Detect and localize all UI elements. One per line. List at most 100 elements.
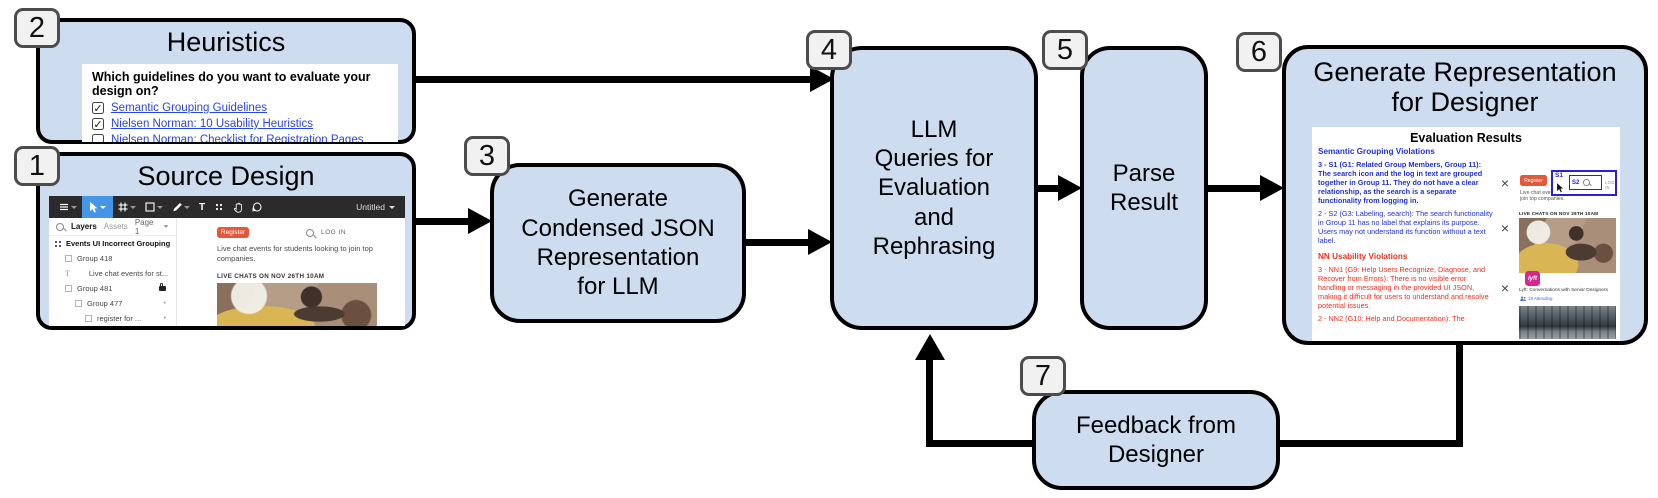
guideline-option: ✓ Semantic Grouping Guidelines: [92, 102, 388, 115]
login-link[interactable]: LOG IN: [321, 229, 347, 236]
cursor-icon: [1556, 180, 1565, 198]
annotation-s1-box[interactable]: S1 S2 LOG IN: [1551, 170, 1617, 196]
arrow-llm-to-parse: [1036, 185, 1060, 192]
llm-queries-label: LLM Queries for Evaluation and Rephrasin…: [872, 115, 996, 260]
representation-title: Generate Representation for Designer: [1313, 57, 1617, 118]
frame-tool-icon[interactable]: [114, 196, 140, 218]
section-header: LIVE CHATS ON NOV 26TH 10AM: [1519, 211, 1599, 216]
step-badge-7: 7: [1020, 356, 1066, 396]
checkbox-checked[interactable]: ✓: [92, 118, 104, 131]
arrow-source-to-json: [414, 218, 470, 225]
dismiss-x-icon[interactable]: ×: [1500, 220, 1510, 237]
figma-toolbar: Untitled: [49, 196, 405, 218]
layer-row-group[interactable]: Group 477 •: [49, 296, 176, 311]
step-badge-3: 3: [464, 136, 510, 176]
main-menu-icon[interactable]: [55, 196, 81, 218]
source-design-title: Source Design: [137, 161, 315, 191]
venue-photo: [1519, 306, 1616, 339]
generate-json-label: Generate Condensed JSON Representation f…: [521, 185, 715, 301]
evaluation-results-panel: Evaluation Results Semantic Grouping Vio…: [1312, 127, 1620, 341]
feedback-label: Feedback from Designer: [1075, 411, 1237, 468]
group-icon: [65, 285, 72, 292]
node-feedback: Feedback from Designer: [1032, 390, 1280, 490]
parse-result-label: Parse Result: [1109, 159, 1179, 216]
heuristics-title: Heuristics: [166, 27, 286, 57]
layer-row-group[interactable]: Group 418: [49, 251, 176, 266]
text-tool-icon[interactable]: [195, 196, 209, 218]
violation-text: 2 - NN2 (G10: Help and Documentation): T…: [1318, 314, 1465, 324]
figma-filename[interactable]: Untitled: [356, 202, 399, 212]
visibility-dot-icon: •: [163, 315, 166, 322]
group-icon: [85, 315, 92, 322]
layer-row-group[interactable]: Group 481: [49, 281, 176, 296]
arrowhead-source-to-json: [468, 208, 492, 234]
event-title: Lyft: Conversations with Senior Designer…: [1519, 288, 1608, 293]
register-button[interactable]: Register: [217, 227, 249, 238]
step-badge-2: 2: [14, 8, 60, 48]
resources-tool-icon[interactable]: [210, 196, 228, 218]
dismiss-x-icon[interactable]: ×: [1500, 280, 1510, 297]
guideline-link[interactable]: Nielsen Norman: 10 Usability Heuristics: [111, 118, 313, 130]
guideline-checklist-panel: Which guidelines do you want to evaluate…: [82, 64, 398, 142]
node-llm-queries: LLM Queries for Evaluation and Rephrasin…: [830, 46, 1038, 330]
nn-violations-heading: NN Usability Violations: [1318, 252, 1408, 262]
pen-tool-icon[interactable]: [168, 196, 194, 218]
search-icon[interactable]: [56, 222, 64, 231]
evaluation-results-title: Evaluation Results: [1410, 131, 1522, 145]
page-selector[interactable]: Page 1: [135, 218, 169, 236]
move-tool-icon[interactable]: [82, 196, 113, 218]
tab-assets[interactable]: Assets: [103, 222, 128, 231]
violation-item: 2 - NN2 (G10: Help and Documentation): T…: [1318, 315, 1516, 324]
attending-count: 19 Attending: [1520, 296, 1552, 301]
frame-grid-icon: [55, 240, 57, 243]
violation-text: 3 - S1 (G1: Related Group Members, Group…: [1318, 160, 1483, 205]
step-badge-6: 6: [1236, 32, 1282, 72]
shape-tool-icon[interactable]: [141, 196, 167, 218]
figma-screenshot: Untitled Layers Assets Page 1 Eve: [49, 196, 405, 326]
node-parse-result: Parse Result: [1080, 46, 1208, 330]
event-photo: [217, 283, 377, 326]
guideline-option: Nielsen Norman: Checklist for Registrati…: [92, 134, 388, 142]
arrowhead-llm-to-parse: [1058, 175, 1082, 201]
step-badge-4: 4: [806, 30, 852, 70]
guideline-link[interactable]: Nielsen Norman: Checklist for Registrati…: [111, 134, 364, 142]
node-generate-representation: Generate Representation for Designer Eva…: [1282, 45, 1648, 345]
step-badge-5: 5: [1042, 30, 1088, 70]
arrowhead-feedback-to-llm: [915, 334, 945, 360]
node-source-design: Source Design: [36, 152, 416, 330]
layer-row-group[interactable]: register for ... •: [49, 311, 176, 326]
guideline-question: Which guidelines do you want to evaluate…: [92, 70, 371, 98]
annotation-s2-label: S2: [1572, 179, 1580, 186]
guideline-option: ✓ Nielsen Norman: 10 Usability Heuristic…: [92, 118, 388, 131]
annotated-design-preview: Register Live chat events for students l…: [1516, 141, 1618, 341]
section-header: LIVE CHATS ON NOV 26TH 10AM: [217, 273, 325, 280]
violation-item: 2 - S2 (G3: Labeling, search): The searc…: [1318, 210, 1516, 246]
arrow-json-to-llm: [744, 239, 810, 246]
violations-list: Semantic Grouping Violations 3 - S1 (G1:…: [1318, 145, 1516, 324]
arrowhead-parse-to-representation: [1260, 175, 1284, 201]
feedback-line-right: [1278, 440, 1463, 447]
node-heuristics: Heuristics Which guidelines do you want …: [36, 18, 416, 144]
feedback-line-up: [926, 360, 933, 447]
layer-row-frame[interactable]: Events UI Incorrect Grouping: [49, 236, 176, 251]
event-photo: [1519, 218, 1616, 273]
guideline-link[interactable]: Semantic Grouping Guidelines: [111, 102, 267, 114]
group-icon: [75, 300, 82, 307]
lock-icon[interactable]: [159, 282, 166, 291]
lyft-logo: lyft: [1525, 271, 1540, 286]
search-icon[interactable]: [306, 229, 314, 237]
comment-tool-icon[interactable]: [248, 196, 266, 218]
violation-item: 3 - S1 (G1: Related Group Members, Group…: [1318, 160, 1516, 205]
checkbox-checked[interactable]: ✓: [92, 102, 104, 115]
node-generate-json: Generate Condensed JSON Representation f…: [490, 163, 746, 323]
hand-tool-icon[interactable]: [229, 196, 247, 218]
layer-row-text[interactable]: Live chat events for st...: [49, 266, 176, 281]
dismiss-x-icon[interactable]: ×: [1500, 175, 1510, 192]
annotation-s2-box[interactable]: S2: [1569, 175, 1602, 190]
checkbox-unchecked[interactable]: [92, 134, 104, 142]
register-button[interactable]: Register: [1520, 175, 1547, 186]
annotation-s1-label: S1: [1555, 172, 1563, 179]
tab-layers[interactable]: Layers: [71, 222, 97, 231]
hero-text: Live chat events for students looking to…: [217, 244, 373, 264]
